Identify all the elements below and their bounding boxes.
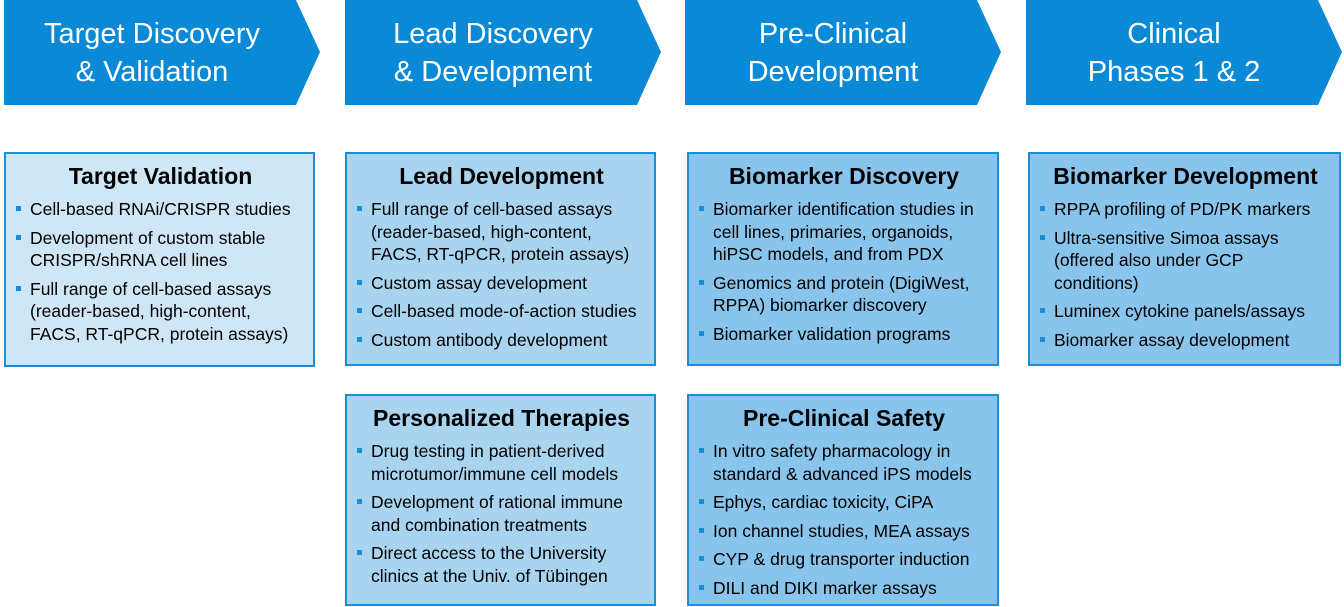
- chevron-arrow-shape: [685, 0, 1001, 105]
- card-biomarker-discovery: Biomarker Discovery Biomarker identifica…: [687, 152, 999, 366]
- list-item: Development of custom stable CRISPR/shRN…: [16, 227, 305, 272]
- stage-arrow-lead-discovery: Lead Discovery & Development: [345, 0, 661, 105]
- stage-title: Target Discovery & Validation: [44, 17, 260, 88]
- list-item: Custom antibody development: [357, 329, 646, 352]
- list-item: Ultra-sensitive Simoa assays (offered al…: [1040, 227, 1331, 295]
- bullet-list: Drug testing in patient-derived microtum…: [357, 440, 646, 587]
- stage-arrow-preclinical: Pre-Clinical Development: [685, 0, 1001, 105]
- stage-title: Lead Discovery & Development: [393, 17, 593, 88]
- card-lead-development: Lead Development Full range of cell-base…: [345, 152, 656, 366]
- list-item: Custom assay development: [357, 272, 646, 295]
- list-item: Drug testing in patient-derived microtum…: [357, 440, 646, 485]
- list-item: CYP & drug transporter induction: [699, 548, 989, 571]
- bullet-list: Cell-based RNAi/CRISPR studies Developme…: [16, 198, 305, 345]
- stage-title: Pre-Clinical Development: [747, 17, 919, 88]
- stage-arrow-target-discovery: Target Discovery & Validation: [4, 0, 320, 105]
- card-title: Biomarker Discovery: [728, 163, 960, 189]
- list-item: Development of rational immune and combi…: [357, 491, 646, 536]
- chevron-arrow-shape: [4, 0, 320, 105]
- list-item: Full range of cell-based assays (reader-…: [357, 198, 646, 266]
- bullet-list: Biomarker identification studies in cell…: [699, 198, 989, 345]
- list-item: DILI and DIKI marker assays: [699, 577, 989, 600]
- stage-title: Clinical Phases 1 & 2: [1087, 17, 1261, 88]
- list-item: Cell-based RNAi/CRISPR studies: [16, 198, 305, 221]
- bullet-list: In vitro safety pharmacology in standard…: [699, 440, 989, 599]
- chevron-arrow-shape: [345, 0, 661, 105]
- list-item: In vitro safety pharmacology in standard…: [699, 440, 989, 485]
- card-title: Lead Development: [399, 163, 604, 189]
- card-title: Personalized Therapies: [373, 405, 630, 431]
- chevron-arrow-shape: [1026, 0, 1342, 105]
- list-item: Ephys, cardiac toxicity, CiPA: [699, 491, 989, 514]
- list-item: Genomics and protein (DigiWest, RPPA) bi…: [699, 272, 989, 317]
- list-item: Full range of cell-based assays (reader-…: [16, 278, 305, 346]
- list-item: Biomarker assay development: [1040, 329, 1331, 352]
- list-item: Ion channel studies, MEA assays: [699, 520, 989, 543]
- stage-arrow-clinical: Clinical Phases 1 & 2: [1026, 0, 1342, 105]
- list-item: Luminex cytokine panels/assays: [1040, 300, 1331, 323]
- card-target-validation: Target Validation Cell-based RNAi/CRISPR…: [4, 152, 315, 367]
- list-item: Direct access to the University clinics …: [357, 542, 646, 587]
- list-item: Biomarker identification studies in cell…: [699, 198, 989, 266]
- list-item: Cell-based mode-of-action studies: [357, 300, 646, 323]
- card-biomarker-development: Biomarker Development RPPA profiling of …: [1028, 152, 1341, 366]
- list-item: Biomarker validation programs: [699, 323, 989, 346]
- card-title: Target Validation: [68, 163, 253, 189]
- card-personalized-therapies: Personalized Therapies Drug testing in p…: [345, 394, 656, 606]
- card-preclinical-safety: Pre-Clinical Safety In vitro safety phar…: [687, 394, 999, 606]
- card-title: Pre-Clinical Safety: [743, 405, 945, 431]
- list-item: RPPA profiling of PD/PK markers: [1040, 198, 1331, 221]
- bullet-list: RPPA profiling of PD/PK markers Ultra-se…: [1040, 198, 1331, 351]
- card-title: Biomarker Development: [1053, 163, 1318, 189]
- bullet-list: Full range of cell-based assays (reader-…: [357, 198, 646, 351]
